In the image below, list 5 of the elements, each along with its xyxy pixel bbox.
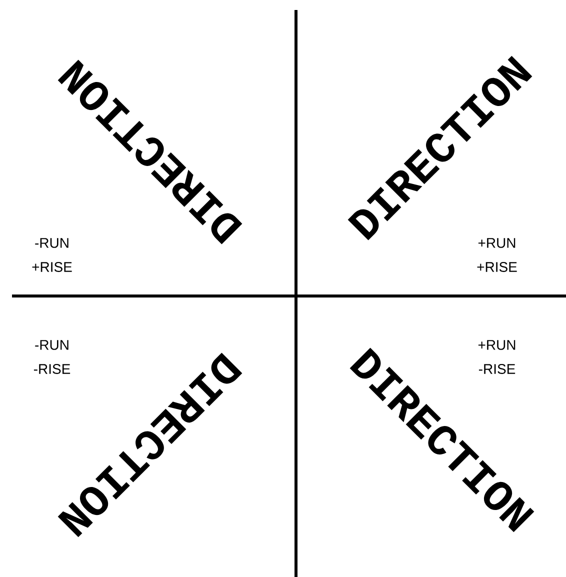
- quadrant-label: -RUN: [35, 340, 68, 350]
- quadrant-label: +RISE: [477, 262, 517, 272]
- quadrant-label: +RISE: [32, 262, 72, 272]
- quadrant-label: +RUN: [478, 340, 516, 350]
- quadrant-label: +RUN: [478, 238, 516, 248]
